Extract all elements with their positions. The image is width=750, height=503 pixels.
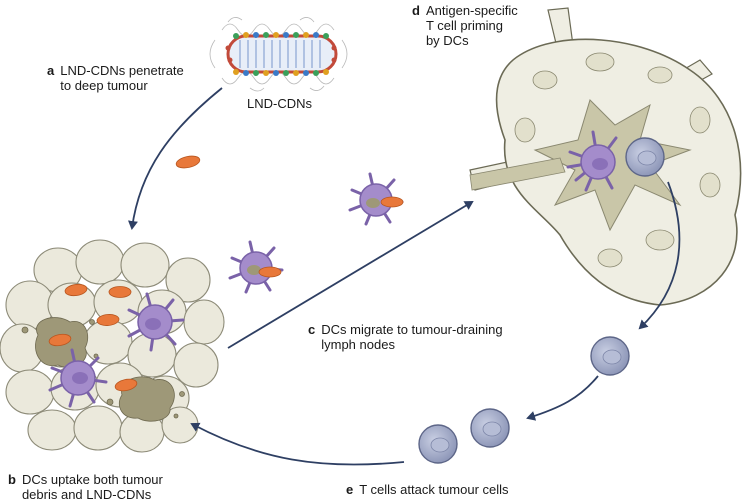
- tumour-nanoparticles: [48, 283, 138, 392]
- arrows: [128, 87, 681, 466]
- arrow-e-1: [526, 375, 599, 421]
- free-nanoparticle: [175, 155, 201, 169]
- step-a-text: LND-CDNs penetrate to deep tumour: [60, 63, 184, 93]
- lymph-node-dendritic-cell: [566, 130, 618, 192]
- step-e-text: T cells attack tumour cells: [359, 482, 509, 497]
- travelling-t-cell-2: [470, 408, 510, 448]
- step-d-letter: d: [412, 3, 420, 18]
- tumour-mass: [0, 239, 225, 453]
- lymph-node-t-cell: [625, 137, 665, 177]
- step-c-text: DCs migrate to tumour-draining lymph nod…: [321, 322, 503, 352]
- tumour-dendritic-cell-2: [48, 348, 108, 408]
- step-a-label: a LND-CDNs penetrate to deep tumour: [47, 63, 184, 93]
- step-b-letter: b: [8, 472, 16, 487]
- nanoparticle-illustration: [209, 17, 348, 92]
- step-a-letter: a: [47, 63, 55, 78]
- tumour-dendritic-cell-1: [127, 292, 185, 352]
- step-b-label: b DCs uptake both tumour debris and LND-C…: [8, 472, 163, 502]
- arrow-a: [128, 87, 223, 230]
- step-c-letter: c: [308, 322, 316, 337]
- travelling-t-cell-1: [590, 336, 630, 376]
- arrow-e-2: [190, 422, 405, 466]
- arrow-d: [638, 181, 681, 330]
- step-e-label: e T cells attack tumour cells: [346, 482, 509, 497]
- step-d-text: Antigen-specific T cell priming by DCs: [425, 3, 518, 48]
- arrow-c: [227, 200, 474, 349]
- nanoparticle-label: LND-CDNs: [247, 96, 312, 111]
- step-e-letter: e: [346, 482, 354, 497]
- step-c-label: c DCs migrate to tumour-draining lymph no…: [308, 322, 503, 352]
- migrating-dendritic-cell-2: [348, 172, 404, 226]
- step-d-label: d Antigen-specific T cell priming by DCs: [412, 3, 518, 48]
- travelling-t-cell-3: [418, 424, 458, 464]
- step-b-text: DCs uptake both tumour debris and LND-CD…: [21, 472, 163, 502]
- migrating-dendritic-cell-1: [228, 240, 284, 294]
